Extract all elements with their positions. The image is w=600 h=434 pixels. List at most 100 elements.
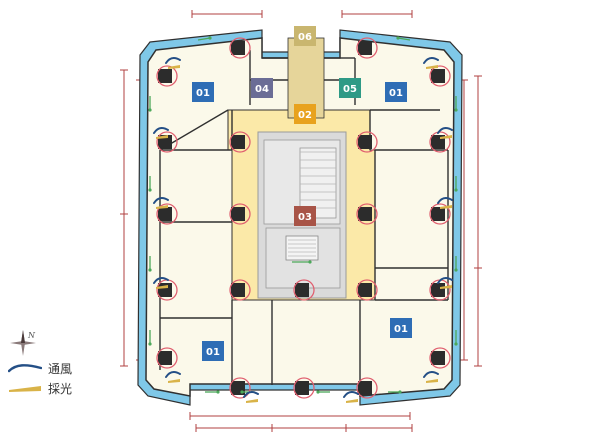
airflow-arrow-head bbox=[396, 36, 400, 40]
zone-badge-01 bbox=[192, 82, 214, 102]
column-ring bbox=[356, 279, 378, 301]
airflow-arrow-head bbox=[216, 390, 220, 394]
ventilation-mark bbox=[437, 127, 453, 134]
ventilation-mark bbox=[437, 197, 453, 204]
zone-badge-label-02: 02 bbox=[298, 110, 312, 121]
zone-badge-label-06: 06 bbox=[298, 32, 312, 43]
ventilation-icon bbox=[8, 364, 42, 373]
airflow-arrow-head bbox=[398, 390, 402, 394]
column-ring bbox=[229, 203, 251, 225]
zone-badge-label-01: 01 bbox=[196, 88, 210, 99]
column bbox=[431, 69, 445, 83]
column bbox=[431, 283, 445, 297]
column-ring bbox=[356, 37, 378, 59]
column bbox=[231, 283, 245, 297]
column bbox=[431, 351, 445, 365]
zone-badge-label-03: 03 bbox=[298, 212, 312, 223]
zone-badge-label-01: 01 bbox=[206, 347, 220, 358]
daylight-mark bbox=[426, 379, 438, 383]
ventilation-mark bbox=[153, 197, 169, 204]
column-ring bbox=[229, 131, 251, 153]
daylight-mark bbox=[168, 379, 180, 383]
daylight-mark bbox=[156, 135, 168, 139]
column-ring bbox=[156, 65, 178, 87]
column-ring bbox=[156, 131, 178, 153]
zone-badge-01 bbox=[390, 318, 412, 338]
column-ring bbox=[229, 37, 251, 59]
column bbox=[358, 283, 372, 297]
column bbox=[358, 207, 372, 221]
column bbox=[231, 135, 245, 149]
zone-badge-02 bbox=[294, 104, 316, 124]
column bbox=[431, 207, 445, 221]
column bbox=[158, 69, 172, 83]
column-ring bbox=[293, 279, 315, 301]
column bbox=[358, 381, 372, 395]
daylight-icon bbox=[9, 386, 41, 392]
column-ring bbox=[229, 279, 251, 301]
legend-label-ventilation: 通風 bbox=[48, 361, 73, 376]
airflow-arrow bbox=[197, 37, 211, 41]
daylight-mark bbox=[156, 205, 168, 209]
column-ring bbox=[356, 131, 378, 153]
zone-badge-label-01: 01 bbox=[394, 324, 408, 335]
zone-badge-label-04: 04 bbox=[255, 84, 269, 95]
column bbox=[231, 41, 245, 55]
compass: N bbox=[8, 328, 108, 358]
legend-item-ventilation: 通風 bbox=[8, 358, 108, 378]
ventilation-mark bbox=[343, 391, 359, 398]
daylight-mark bbox=[440, 285, 452, 289]
airflow-arrow-head bbox=[148, 342, 152, 346]
building-core bbox=[257, 131, 347, 299]
airflow-arrow-head bbox=[148, 188, 152, 192]
airflow-arrows bbox=[148, 36, 458, 403]
airflow-arrow-head bbox=[240, 390, 244, 394]
daylight-mark bbox=[440, 135, 452, 139]
column-ring bbox=[156, 203, 178, 225]
column bbox=[358, 41, 372, 55]
column-ring bbox=[429, 347, 451, 369]
airflow-arrow-head bbox=[454, 268, 458, 272]
ventilation-mark bbox=[153, 277, 169, 284]
daylight-mark bbox=[156, 285, 168, 289]
column bbox=[158, 207, 172, 221]
ventilation-mark bbox=[437, 277, 453, 284]
airflow-arrow-head bbox=[148, 268, 152, 272]
airflow-arrow-head bbox=[454, 342, 458, 346]
legend: N 通風 採光 bbox=[8, 328, 108, 398]
ventilation-mark bbox=[423, 371, 439, 378]
airflow-arrow-head bbox=[208, 36, 212, 40]
column bbox=[295, 381, 309, 395]
column-ring bbox=[429, 203, 451, 225]
legend-item-daylight: 採光 bbox=[8, 378, 108, 398]
ventilation-mark bbox=[423, 57, 439, 64]
zone-badge-label-01: 01 bbox=[389, 88, 403, 99]
column bbox=[158, 283, 172, 297]
airflow-arrow-head bbox=[308, 260, 312, 264]
column-ring bbox=[429, 65, 451, 87]
daylight-mark bbox=[246, 399, 258, 403]
column bbox=[295, 283, 309, 297]
daylight-mark bbox=[168, 65, 180, 69]
legend-label-daylight: 採光 bbox=[48, 381, 73, 396]
daylight-mark bbox=[426, 65, 438, 69]
zone-badge-04 bbox=[251, 78, 273, 98]
zone-badge-label-05: 05 bbox=[343, 84, 357, 95]
compass-icon: N bbox=[10, 330, 36, 356]
column-ring bbox=[356, 203, 378, 225]
ventilation-mark bbox=[165, 57, 181, 64]
column-ring bbox=[156, 347, 178, 369]
airflow-arrow-head bbox=[454, 108, 458, 112]
ventilation-mark bbox=[165, 371, 181, 378]
ventilation-mark bbox=[153, 127, 169, 134]
airflow-arrow bbox=[397, 37, 411, 41]
column bbox=[358, 135, 372, 149]
airflow-arrow-head bbox=[454, 188, 458, 192]
zone-badge-01 bbox=[202, 341, 224, 361]
zone-badge-03 bbox=[294, 206, 316, 226]
zone-badges: 01 01 01 01 02 03 04 05 06 bbox=[192, 26, 412, 361]
column-ring bbox=[293, 377, 315, 399]
zone-badge-05 bbox=[339, 78, 361, 98]
column-ring bbox=[229, 377, 251, 399]
